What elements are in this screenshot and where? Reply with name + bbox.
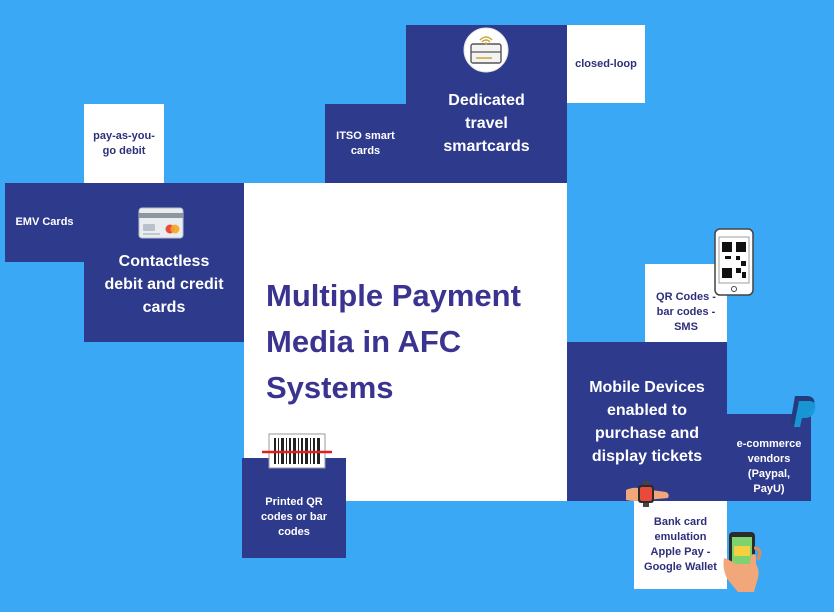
pay-as-you-go-box: pay-as-you-go debit [84, 104, 164, 183]
paypal-logo-icon [790, 396, 816, 427]
pay-as-you-go-label: pay-as-you-go debit [93, 129, 155, 157]
printed-qr-label: Printed QR codes or bar codes [260, 495, 328, 538]
phone-in-hand-icon [723, 532, 762, 592]
closed-loop-label: closed-loop [575, 57, 637, 70]
mobile-devices-label: Mobile Devices enabled to purchase and d… [589, 378, 705, 465]
qr-codes-sms-box: QR Codes - bar codes - SMS [645, 264, 727, 342]
page-title: Multiple Payment Media in AFC Systems [266, 278, 521, 405]
emv-cards-label: EMV Cards [15, 216, 74, 228]
credit-card-icon [138, 207, 184, 239]
emv-cards-box: EMV Cards [5, 183, 84, 262]
qr-codes-sms-label: QR Codes - bar codes - SMS [656, 290, 716, 333]
bank-card-emulation-label: Bank card emulation Apple Pay - Google W… [644, 516, 717, 573]
phone-qr-icon [714, 228, 754, 296]
dedicated-travel-smartcards-label: Dedicated travel smartcards [443, 91, 530, 155]
contactless-cards-label: Contactless debit and credit cards [104, 253, 224, 316]
mobile-devices-box: Mobile Devices enabled to purchase and d… [567, 342, 727, 501]
ecommerce-vendors-box: e-commerce vendors (Paypal, PayU) [727, 414, 811, 501]
ecommerce-vendors-label: e-commerce vendors (Paypal, PayU) [736, 437, 802, 495]
itso-smart-cards-label: ITSO smart cards [336, 129, 395, 157]
closed-loop-box: closed-loop [567, 25, 645, 103]
smartwatch-icon [626, 481, 669, 507]
itso-smart-cards-box: ITSO smart cards [325, 104, 406, 183]
contactless-smartcard-icon [463, 27, 509, 73]
bank-card-emulation-box: Bank card emulation Apple Pay - Google W… [634, 501, 727, 589]
printed-qr-box: Printed QR codes or bar codes [242, 458, 346, 558]
barcode-scanner-icon [262, 433, 332, 469]
